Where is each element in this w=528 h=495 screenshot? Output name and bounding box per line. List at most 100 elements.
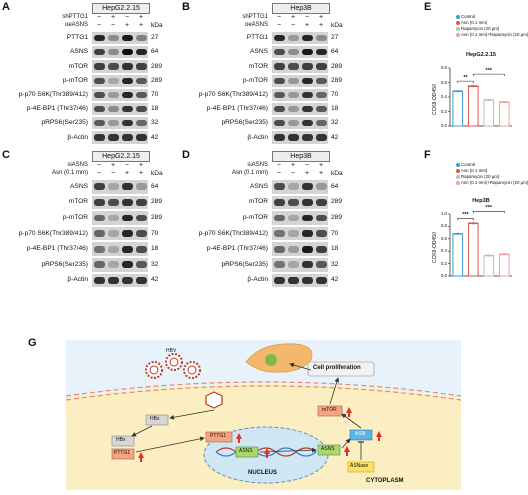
blot-band (135, 276, 147, 284)
panel-letter-c: C (2, 149, 10, 161)
significance-bracket (457, 218, 474, 221)
arrow-hbx-to-hbx (131, 425, 153, 437)
pttg1-box-cyto (111, 448, 135, 460)
protein-label: p-p70 S6K(Thr389/412) (18, 229, 88, 237)
condition-label: shPTTG1 (242, 14, 268, 20)
protein-label: PTTG1 (66, 34, 88, 42)
blot-band (135, 245, 147, 253)
blot-strip (92, 242, 148, 256)
blot-band (273, 214, 285, 222)
legend-label: Rapamycin (20 μm) (461, 174, 500, 179)
kda-value: 42 (331, 276, 339, 284)
label-hbx-1: HBx (150, 416, 160, 422)
pttg1-box-nuc (205, 431, 233, 443)
condition-sign: + (110, 162, 116, 169)
protein-label: p-p70 S6K(Thr389/412) (198, 90, 268, 98)
blot-band (301, 77, 313, 84)
label-pttg1-cyto: PTTG1 (114, 450, 131, 456)
condition-sign: − (290, 22, 296, 29)
blot-band (107, 183, 119, 191)
condition-sign: − (124, 162, 130, 169)
kda-header: kDa (151, 170, 163, 177)
blot-strip (272, 180, 328, 194)
blot-band (121, 214, 133, 222)
arrow-proliferation-to-liver (289, 362, 312, 371)
blot-band (287, 198, 299, 206)
protein-label: p-mTOR (62, 76, 88, 84)
blot-strip (92, 88, 148, 101)
condition-sign: − (96, 170, 102, 177)
condition-label: oeASNS (64, 22, 88, 28)
blot-band (315, 91, 327, 98)
legend-swatch (456, 20, 460, 25)
blot-band (315, 230, 327, 237)
asnase-box (347, 461, 375, 473)
blot-band (93, 91, 105, 98)
protein-label: p-4E-BP1 (Thr37/46) (206, 105, 268, 113)
legend-swatch (456, 26, 460, 31)
condition-sign: − (276, 170, 282, 177)
blot-band (121, 230, 133, 237)
blot-band (121, 91, 133, 98)
blot-band (273, 245, 285, 253)
legend-item: Asn (0.1 mm)+Rapamycin (20 μm) (456, 32, 528, 37)
blot-strip (272, 195, 328, 210)
blot-band (107, 49, 119, 56)
pathway-diagram: HBV HBx HBx PTTG1 PTTG1 ASNS ASNS ASN AS… (65, 340, 462, 490)
data-point (487, 98, 490, 102)
blot-band (107, 35, 119, 42)
blot-band (121, 49, 133, 56)
blot-strip (272, 88, 328, 101)
protein-label: pRPS6(Ser235) (221, 260, 268, 268)
label-pttg1-nuc: PTTG1 (210, 433, 227, 439)
blot-band (301, 183, 313, 191)
kda-value: 18 (331, 105, 339, 113)
arrow-pttg1-to-nucleus (135, 436, 205, 453)
blot-band (135, 183, 147, 191)
data-point (503, 253, 506, 256)
condition-sign: + (138, 22, 144, 29)
condition-sign: + (290, 14, 296, 21)
blot-band (93, 245, 105, 253)
kda-value: 64 (331, 48, 339, 56)
kda-value: 70 (331, 90, 339, 98)
legend-swatch (456, 32, 460, 37)
blot-strip (92, 258, 148, 272)
blot-band (315, 63, 327, 70)
blot-band (121, 245, 133, 253)
label-hbx-2: HBx (116, 437, 126, 443)
blot-band (287, 214, 299, 222)
capsid-icon (205, 391, 223, 409)
kda-value: 27 (151, 34, 159, 42)
kda-value: 289 (331, 76, 343, 84)
blot-band (107, 77, 119, 84)
arrow-asn-to-mtor (341, 413, 362, 429)
protein-label: mTOR (248, 62, 268, 70)
blot-band (315, 198, 327, 206)
blot-band (287, 120, 299, 127)
condition-label: siASNS (67, 162, 88, 168)
blot-band (93, 214, 105, 222)
condition-sign: − (290, 170, 296, 177)
label-hbv: HBV (166, 348, 177, 354)
blot-band (135, 49, 147, 56)
blot-band (287, 261, 299, 269)
label-asns-cyto: ASNS (321, 446, 335, 452)
kda-value: 32 (151, 119, 159, 127)
protein-label: p-p70 S6K(Thr389/412) (18, 90, 88, 98)
blot-band (315, 261, 327, 269)
protein-label: mTOR (248, 198, 268, 206)
y-tick-label: 0.0 (440, 123, 447, 128)
condition-sign: − (96, 22, 102, 29)
blot-band (107, 276, 119, 284)
protein-label: β-Actin (67, 133, 88, 141)
legend-item: Asn (0.1 mm)+Rapamycin (20 μm) (456, 180, 528, 185)
panel-letter-g: G (28, 337, 37, 349)
kda-value: 70 (151, 229, 159, 237)
blot-strip (272, 46, 328, 59)
significance-bracket (472, 211, 505, 214)
blot-band (301, 91, 313, 98)
chart-title: Hep3B (472, 198, 490, 204)
blot-band (273, 183, 285, 191)
blot-band (287, 230, 299, 237)
